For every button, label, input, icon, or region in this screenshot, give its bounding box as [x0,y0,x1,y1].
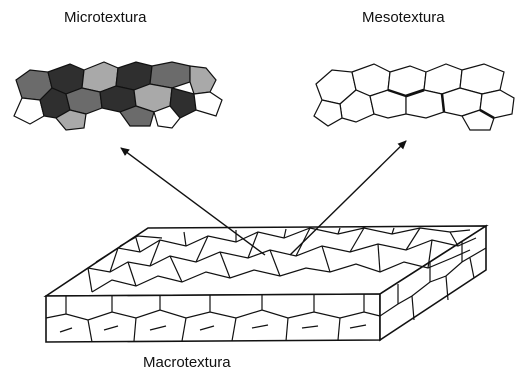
micro-grain [150,62,190,88]
micro-grain [190,66,216,94]
block-front-face [46,294,380,342]
micro-grain [14,98,44,124]
micro-grain [194,92,222,116]
microtexture-sample [14,62,222,130]
macrotexture-block [46,226,486,342]
mesotexture-sample [314,64,514,130]
meso-grain [314,100,342,126]
